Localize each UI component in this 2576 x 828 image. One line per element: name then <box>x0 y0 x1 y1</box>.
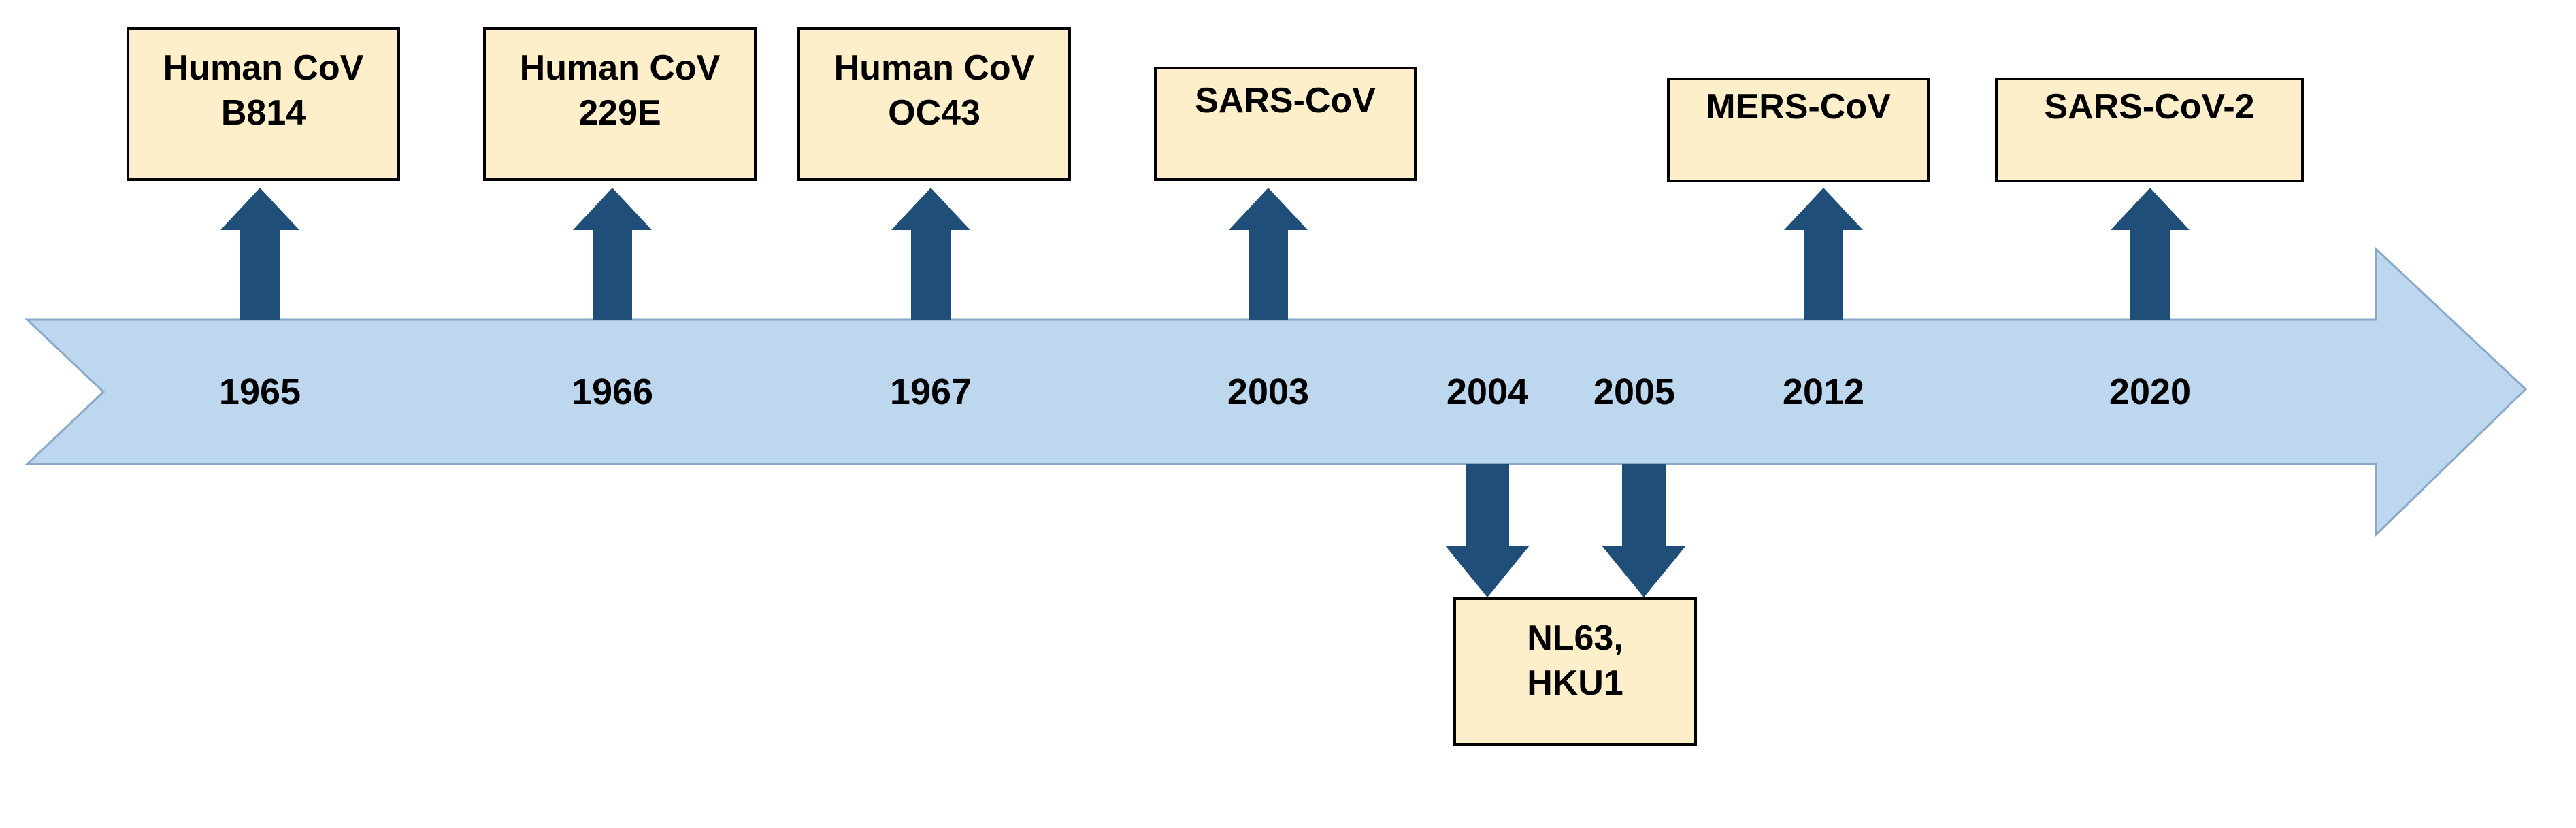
event-box-sars-cov-frame <box>1154 67 1417 181</box>
event-box-nl63-hku1: NL63, HKU1 <box>1453 597 1697 746</box>
year-label-1967: 1967 <box>890 371 972 412</box>
event-box-mers-cov-line-1: MERS-CoV <box>1706 87 1891 127</box>
event-box-human-cov-oc43-line-1: Human CoV <box>834 48 1035 88</box>
arrow-up-1966 <box>573 188 652 320</box>
event-box-human-cov-oc43-frame <box>797 27 1071 181</box>
event-box-human-cov-229e: Human CoV 229E <box>483 27 757 181</box>
arrow-down-2004 <box>1445 464 1530 597</box>
event-box-sars-cov-2-line-1: SARS-CoV-2 <box>2044 87 2254 127</box>
event-box-nl63-hku1-frame <box>1453 597 1697 746</box>
arrow-down-2005 <box>1602 464 1686 597</box>
event-box-human-cov-b814-line-1: Human CoV <box>163 48 364 88</box>
year-label-2020: 2020 <box>2109 371 2191 412</box>
year-label-1966: 1966 <box>572 371 653 412</box>
event-arrows <box>220 188 2190 597</box>
year-label-1965: 1965 <box>219 371 301 412</box>
arrow-up-2003 <box>1229 188 1308 320</box>
event-box-human-cov-b814-frame <box>127 27 400 181</box>
event-box-mers-cov-frame <box>1667 78 1930 182</box>
timeline-band <box>24 246 2528 537</box>
event-box-human-cov-oc43: Human CoV OC43 <box>797 27 1071 181</box>
event-box-human-cov-229e-line-1: Human CoV <box>520 48 721 88</box>
event-box-human-cov-b814-line-2: B814 <box>221 93 306 133</box>
arrow-up-2012 <box>1784 188 1863 320</box>
event-box-nl63-hku1-line-1: NL63, <box>1527 618 1623 658</box>
arrow-up-1967 <box>891 188 970 320</box>
event-box-human-cov-b814: Human CoV B814 <box>127 27 400 181</box>
arrow-up-1965 <box>220 188 299 320</box>
arrow-up-2020 <box>2111 188 2190 320</box>
event-boxes: Human CoV B814 Human CoV 229E Human CoV OC43 S… <box>127 27 2304 746</box>
event-box-human-cov-oc43-line-2: OC43 <box>888 93 980 133</box>
year-labels: 1965 1966 1967 2003 2004 2005 2012 2020 <box>219 371 2191 412</box>
year-label-2003: 2003 <box>1227 371 1309 412</box>
year-label-2004: 2004 <box>1447 371 1528 412</box>
event-box-nl63-hku1-line-2: HKU1 <box>1527 663 1623 703</box>
event-box-sars-cov-2-frame <box>1995 78 2304 182</box>
event-box-mers-cov: MERS-CoV <box>1667 78 1930 182</box>
event-box-human-cov-229e-line-2: 229E <box>578 93 661 133</box>
event-box-sars-cov-line-1: SARS-CoV <box>1195 81 1376 120</box>
year-label-2005: 2005 <box>1594 371 1675 412</box>
year-label-2012: 2012 <box>1783 371 1864 412</box>
event-box-human-cov-229e-frame <box>483 27 757 181</box>
event-box-sars-cov: SARS-CoV <box>1154 67 1417 181</box>
event-box-sars-cov-2: SARS-CoV-2 <box>1995 78 2304 182</box>
